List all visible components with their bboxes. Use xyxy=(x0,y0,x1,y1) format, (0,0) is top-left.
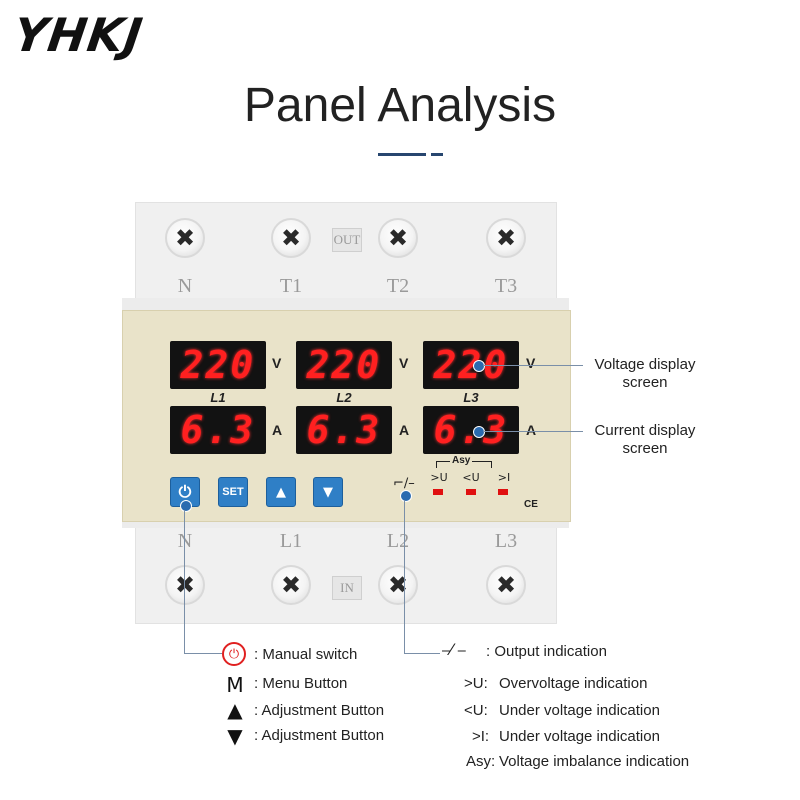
legend-symbol: >U: xyxy=(464,675,488,692)
device-bottom-housing xyxy=(135,522,557,624)
phase-label-l3: L3 xyxy=(463,390,479,405)
page-title: Panel Analysis xyxy=(243,79,557,132)
callout-dot xyxy=(400,490,412,502)
indicator-label: <U xyxy=(462,471,480,484)
phase-label-l1: L1 xyxy=(210,390,226,405)
up-button[interactable]: ▲ xyxy=(266,477,296,507)
legend-text: Under voltage indication xyxy=(499,702,660,719)
asy-label: Asy xyxy=(450,455,473,466)
current-callout: Current display screen xyxy=(585,422,705,458)
callout-line xyxy=(483,431,583,432)
terminal-label: N xyxy=(165,530,205,553)
down-triangle-icon: ▼ xyxy=(323,484,333,500)
indicator-label: >U xyxy=(430,471,448,484)
down-button[interactable]: ▼ xyxy=(313,477,343,507)
current-unit: A xyxy=(526,422,537,438)
terminal-label: N xyxy=(177,275,193,297)
overvoltage-led xyxy=(433,489,443,495)
overcurrent-led xyxy=(498,489,508,495)
device-top-housing xyxy=(135,202,557,316)
legend-text: : Menu Button xyxy=(254,675,348,692)
legend-symbol: <U: xyxy=(464,702,488,719)
terminal-label: L2 xyxy=(386,530,410,552)
in-label: IN xyxy=(332,576,362,600)
terminal-label: L1 xyxy=(279,530,303,552)
output-switch-icon: ⌐∕– xyxy=(393,476,415,491)
callout-line xyxy=(404,500,405,653)
out-label: OUT xyxy=(332,228,362,252)
title-underline xyxy=(378,153,426,156)
legend-text: : Adjustment Button xyxy=(254,702,385,719)
legend-text: Overvoltage indication xyxy=(499,675,648,692)
screw-icon[interactable]: ✖ xyxy=(271,565,311,605)
down-triangle-icon: ▼ xyxy=(227,724,243,748)
current-display-l3: 6.3 xyxy=(423,406,519,454)
legend-text: : Adjustment Button xyxy=(254,727,385,744)
current-unit: A xyxy=(399,422,410,438)
up-triangle-icon: ▲ xyxy=(227,698,243,722)
voltage-display-l2: 220 xyxy=(296,341,392,389)
power-icon: ⏻ xyxy=(178,482,192,501)
callout-dot xyxy=(473,360,485,372)
screw-icon[interactable]: ✖ xyxy=(378,565,418,605)
callout-line xyxy=(184,510,185,654)
legend-symbol: >I: xyxy=(472,728,490,745)
output-switch-icon: ⎯⁄ ⎯ xyxy=(442,640,466,659)
current-display-l1: 6.3 xyxy=(170,406,266,454)
screw-icon[interactable]: ✖ xyxy=(271,218,311,258)
callout-text: Voltage display xyxy=(594,356,696,373)
legend-symbol: Asy: xyxy=(466,753,496,770)
indicator-label: >I xyxy=(497,471,511,484)
callout-text: screen xyxy=(622,440,668,457)
legend-text: Under voltage indication xyxy=(499,728,660,745)
menu-icon: M xyxy=(226,673,244,697)
undervoltage-led xyxy=(466,489,476,495)
callout-line xyxy=(483,365,583,366)
callout-line xyxy=(404,653,440,654)
set-button[interactable]: SET xyxy=(218,477,248,507)
screw-icon[interactable]: ✖ xyxy=(165,565,205,605)
callout-dot xyxy=(473,426,485,438)
screw-icon[interactable]: ✖ xyxy=(486,565,526,605)
voltage-callout: Voltage display screen xyxy=(585,356,705,392)
brand-logo: YHKJ xyxy=(10,8,147,62)
callout-line xyxy=(184,653,222,654)
phase-label-l2: L2 xyxy=(336,390,352,405)
terminal-label: T2 xyxy=(386,275,410,297)
current-unit: A xyxy=(272,422,283,438)
callout-dot xyxy=(180,500,192,512)
title-underline-dash xyxy=(431,153,443,156)
terminal-label: T1 xyxy=(279,275,303,297)
current-display-l2: 6.3 xyxy=(296,406,392,454)
power-icon: ⏻ xyxy=(222,642,246,666)
terminal-label: T3 xyxy=(494,275,518,297)
screw-icon[interactable]: ✖ xyxy=(165,218,205,258)
voltage-display-l1: 220 xyxy=(170,341,266,389)
legend-text: : Manual switch xyxy=(254,646,358,663)
voltage-unit: V xyxy=(272,355,282,371)
up-triangle-icon: ▲ xyxy=(276,484,286,500)
ce-mark: CE xyxy=(524,499,538,510)
callout-text: Current display xyxy=(594,422,696,439)
legend-text: : Output indication xyxy=(486,643,607,660)
callout-text: screen xyxy=(622,374,668,391)
terminal-label: L3 xyxy=(494,530,518,552)
screw-icon[interactable]: ✖ xyxy=(378,218,418,258)
voltage-unit: V xyxy=(399,355,409,371)
screw-icon[interactable]: ✖ xyxy=(486,218,526,258)
voltage-unit: V xyxy=(526,355,536,371)
legend-text: Voltage imbalance indication xyxy=(499,753,690,770)
